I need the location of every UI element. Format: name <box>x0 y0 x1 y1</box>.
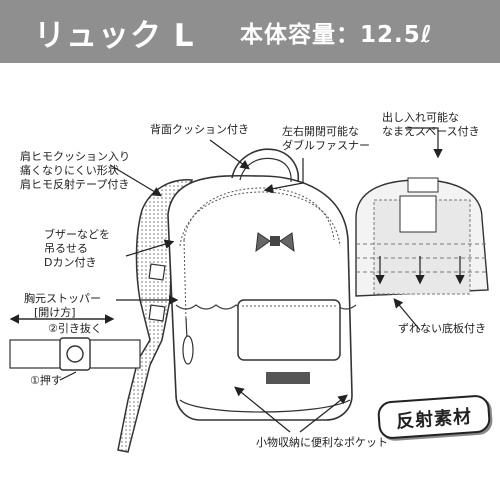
badge-text: 反射素材 <box>395 406 473 433</box>
label-line: 出し入れ可能な <box>382 111 459 124</box>
label-name-space: 出し入れ可能な なまえスペース付き <box>382 111 480 139</box>
label-line: ダブルファスナー <box>282 139 370 152</box>
label-line: 肩ヒモクッション入り <box>20 150 130 163</box>
label-open-method: [開け方] <box>34 306 76 319</box>
capacity-text: 本体容量：12.5ℓ <box>240 22 433 48</box>
reflective-material-badge: 反射素材 <box>376 394 492 440</box>
header-bar: リュック L 本体容量：12.5ℓ <box>0 0 500 63</box>
label-shoulder-strap: 肩ヒモクッション入り 痛くなりにくい形状 肩ヒモ反射テープ付き <box>20 150 130 192</box>
label-line: 痛くなりにくい形状 <box>20 164 119 177</box>
bow-icon <box>255 232 295 253</box>
name-space-diagram <box>355 177 489 297</box>
label-back-cushion: 背面クッション付き <box>150 123 249 136</box>
label-line: 吊るせる <box>44 242 88 255</box>
label-push-step: ①押す <box>30 374 62 387</box>
label-front-pocket: 小物収納に便利なポケット <box>256 436 388 449</box>
label-line: なまえスペース付き <box>382 125 480 138</box>
label-d-ring: ブザーなどを 吊るせる Dカン付き <box>44 228 110 270</box>
label-line: Dカン付き <box>44 256 97 269</box>
callout-lines <box>109 127 443 433</box>
label-no-sag-bottom: ずれない底板付き <box>398 322 486 335</box>
label-line: 肩ヒモ反射テープ付き <box>20 178 130 191</box>
chest-stopper-diagram <box>9 314 141 381</box>
product-title: リュック L <box>34 18 195 54</box>
label-line: 左右開閉可能な <box>282 125 359 138</box>
label-line: ブザーなどを <box>44 228 110 241</box>
label-pull-step: ②引き抜く <box>48 322 102 335</box>
label-chest-stopper: 胸元ストッパー <box>24 292 101 305</box>
label-double-zipper: 左右開閉可能な ダブルファスナー <box>282 125 370 153</box>
backpack-body <box>167 148 357 421</box>
